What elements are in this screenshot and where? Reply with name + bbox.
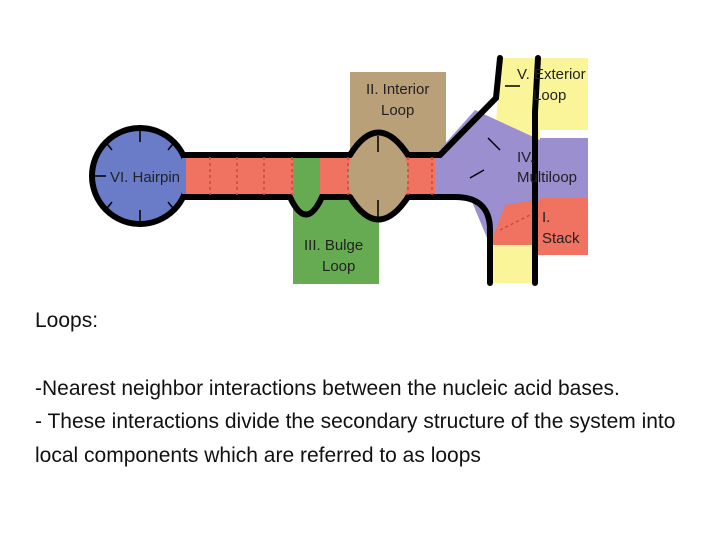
exterior-label-2: Loop xyxy=(533,87,566,104)
hairpin-loop-circle xyxy=(92,128,188,224)
stack-label-2: Stack xyxy=(542,230,580,247)
stack-label-1: I. xyxy=(542,209,550,226)
interior-label-2: Loop xyxy=(381,102,414,119)
bulge-segment xyxy=(293,155,320,197)
multiloop-label-2: Multiloop xyxy=(517,169,577,186)
caption-heading: Loops: xyxy=(35,309,99,332)
interior-loop-bubble xyxy=(348,134,408,218)
svg-text:I.Stack: I. Stack xyxy=(542,209,580,247)
branch-stack-right xyxy=(490,200,535,245)
svg-text:IV.Multiloop: IV. Multiloop xyxy=(517,149,577,186)
exterior-loop-top xyxy=(495,58,540,140)
bulge-label-1: III. Bulge xyxy=(304,237,363,254)
caption-text: Loops: -Nearest neighbor interactions be… xyxy=(35,304,705,472)
caption-line-1: -Nearest neighbor interactions between t… xyxy=(35,376,620,400)
multiloop-label-1: IV. xyxy=(517,149,534,166)
exterior-loop-bottom xyxy=(490,245,535,283)
exterior-label-1: V. Exterior xyxy=(517,66,586,83)
svg-text:VI. Hairpin: VI. Hairpin xyxy=(110,169,180,186)
bulge-label-2: Loop xyxy=(322,258,355,275)
interior-label-1: II. Interior xyxy=(366,81,429,98)
hairpin-label: VI. Hairpin xyxy=(110,169,180,186)
caption-line-2: - These interactions divide the secondar… xyxy=(35,410,676,467)
stack-region xyxy=(535,198,588,255)
